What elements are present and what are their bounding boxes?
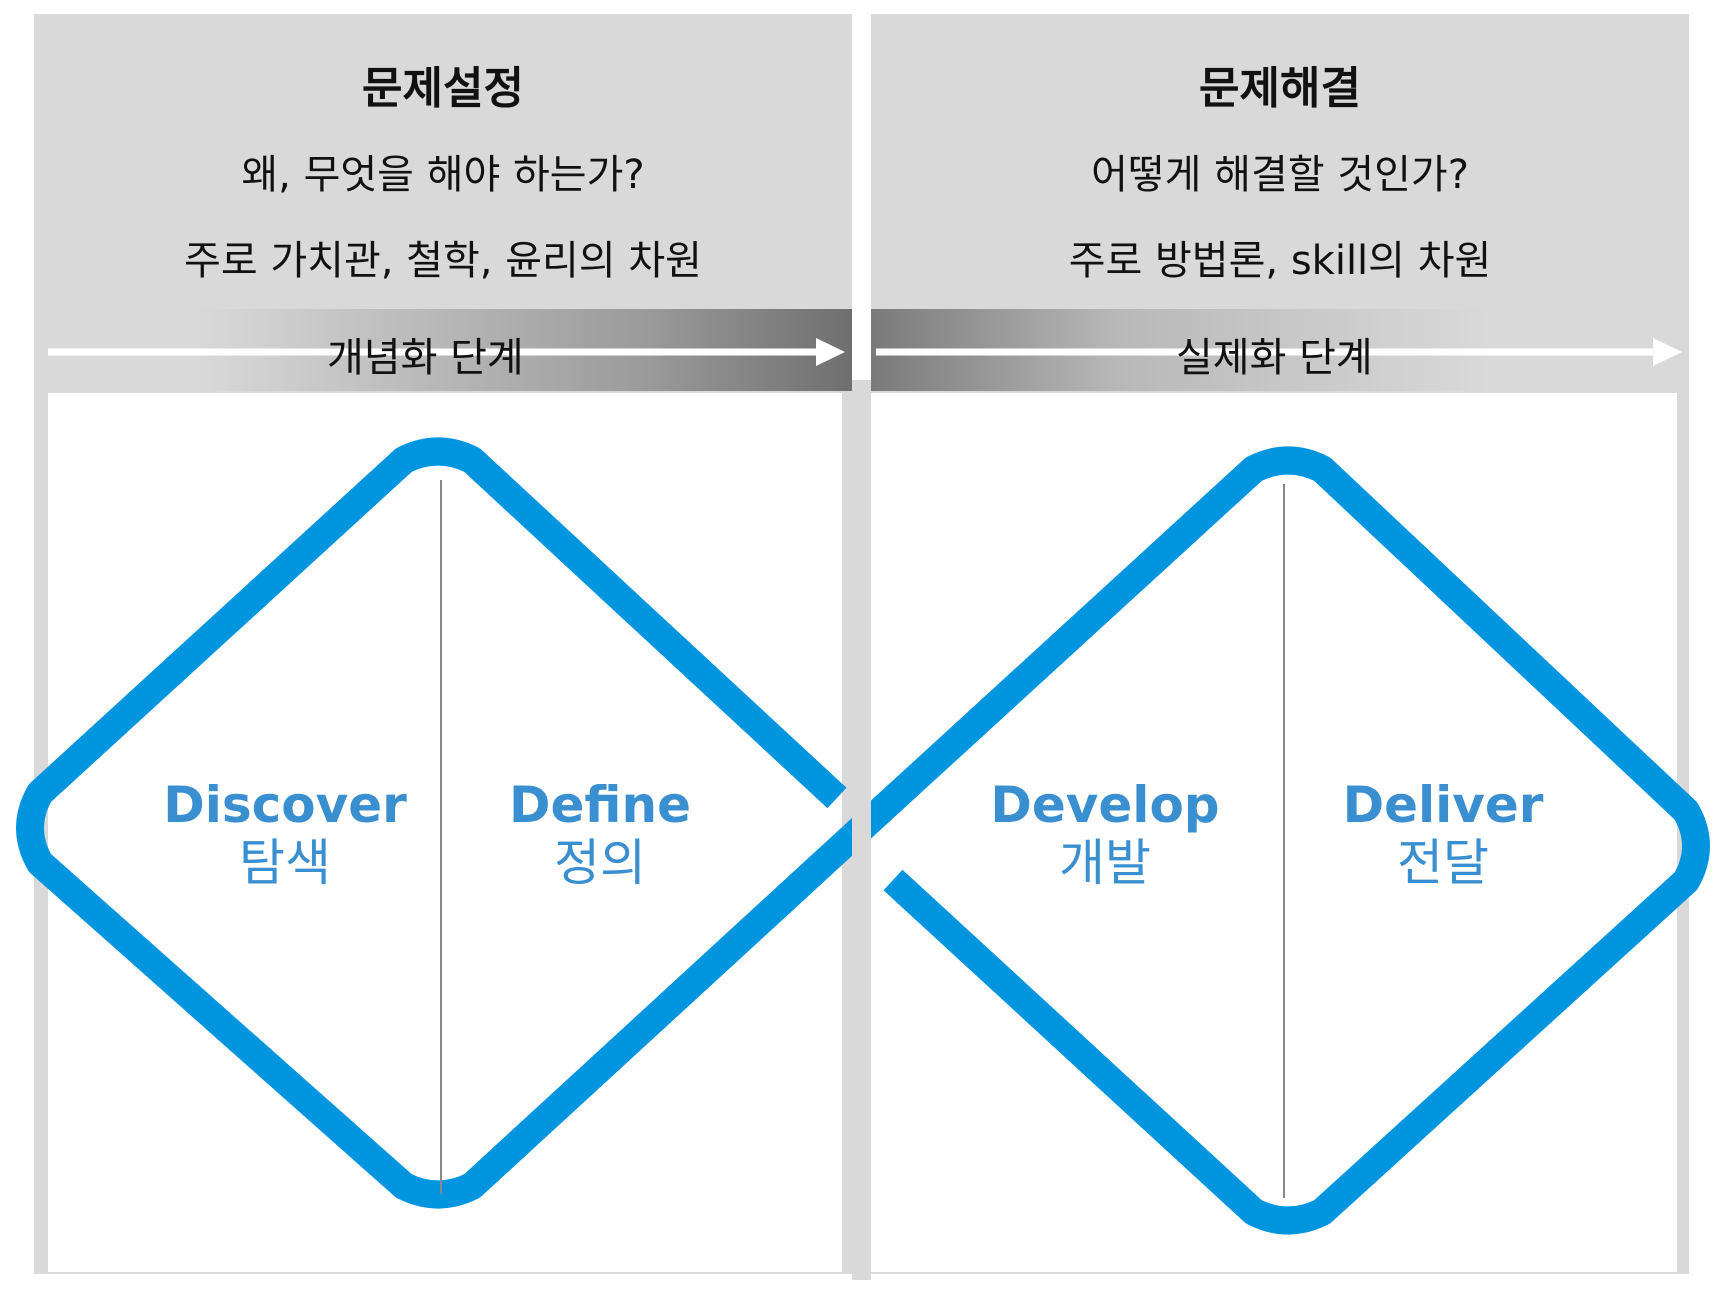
panel-separator (852, 380, 871, 1280)
left-question: 왜, 무엇을 해야 하는가? (241, 152, 645, 198)
realization-arrow (876, 338, 1682, 366)
stage-discover-en: Discover (163, 776, 407, 834)
problem-definition-panel (34, 14, 852, 1274)
stage-define-ko: 정의 (554, 834, 646, 892)
stage-define: Define 정의 (470, 776, 730, 892)
right-diagram-area (871, 393, 1677, 1272)
right-question: 어떻게 해결할 것인가? (1091, 152, 1469, 198)
stage-deliver-en: Deliver (1342, 776, 1544, 834)
right-dimension: 주로 방법론, skill의 차원 (1068, 238, 1492, 284)
stage-discover: Discover 탐색 (155, 776, 415, 892)
right-diamond (843, 446, 1710, 1235)
stage-develop-en: Develop (990, 776, 1220, 834)
left-title: 문제설정 (362, 63, 524, 114)
stage-define-en: Define (509, 776, 691, 834)
left-diamond (16, 437, 863, 1209)
realization-label: 실제화 단계 (1176, 335, 1373, 381)
stage-deliver-ko: 전달 (1397, 834, 1489, 892)
right-title: 문제해결 (1199, 63, 1361, 114)
stage-develop: Develop 개발 (965, 776, 1245, 892)
conceptualization-label: 개념화 단계 (327, 335, 524, 381)
left-dimension: 주로 가치관, 철학, 윤리의 차원 (184, 238, 702, 284)
stage-deliver: Deliver 전달 (1313, 776, 1573, 892)
problem-solving-panel (871, 14, 1689, 1274)
conceptualization-arrow (48, 338, 845, 366)
stage-discover-ko: 탐색 (239, 834, 331, 892)
left-diagram-area (48, 393, 842, 1272)
stage-develop-ko: 개발 (1059, 834, 1151, 892)
